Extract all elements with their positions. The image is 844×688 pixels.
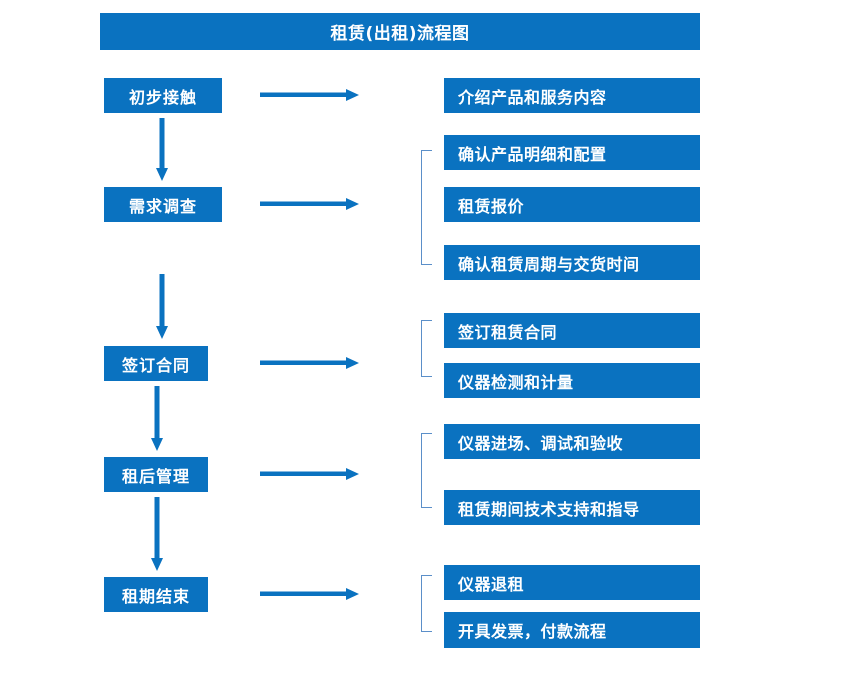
detail-box-instrument-inspection[interactable]: 仪器检测和计量	[444, 363, 700, 398]
stage-box-post-rental-management[interactable]: 租后管理	[104, 457, 208, 492]
detail-box-confirm-product-details[interactable]: 确认产品明细和配置	[444, 135, 700, 170]
detail-box-rental-quotation[interactable]: 租赁报价	[444, 187, 700, 222]
bracket-sign-contract-group	[421, 320, 432, 377]
stage-box-sign-contract[interactable]: 签订合同	[104, 346, 208, 381]
arrow-down-management-to-end	[148, 497, 166, 572]
stage-box-demand-survey[interactable]: 需求调查	[104, 187, 222, 222]
arrow-right-post-rental-management	[260, 465, 360, 483]
bracket-rental-end-group	[421, 575, 432, 632]
detail-box-introduce-products[interactable]: 介绍产品和服务内容	[444, 78, 700, 113]
page-title: 租赁(出租)流程图	[100, 13, 700, 50]
bracket-demand-survey-group	[421, 150, 432, 265]
arrow-right-demand-survey	[260, 195, 360, 213]
arrow-down-contract-to-management	[148, 386, 166, 452]
stage-box-initial-contact[interactable]: 初步接触	[104, 78, 222, 113]
stage-box-rental-end[interactable]: 租期结束	[104, 577, 208, 612]
detail-box-confirm-rental-period[interactable]: 确认租赁周期与交货时间	[444, 245, 700, 280]
detail-box-technical-support[interactable]: 租赁期间技术支持和指导	[444, 490, 700, 525]
arrow-down-survey-to-contract	[153, 274, 171, 340]
arrow-right-sign-contract	[260, 354, 360, 372]
arrow-right-initial-contact	[260, 86, 360, 104]
bracket-post-rental-group	[421, 433, 432, 508]
arrow-down-contact-to-survey	[153, 118, 171, 182]
detail-box-instrument-entry-debug[interactable]: 仪器进场、调试和验收	[444, 424, 700, 459]
arrow-right-rental-end	[260, 585, 360, 603]
detail-box-sign-rental-contract[interactable]: 签订租赁合同	[444, 313, 700, 348]
detail-box-instrument-return[interactable]: 仪器退租	[444, 565, 700, 600]
detail-box-invoice-payment[interactable]: 开具发票，付款流程	[444, 612, 700, 648]
